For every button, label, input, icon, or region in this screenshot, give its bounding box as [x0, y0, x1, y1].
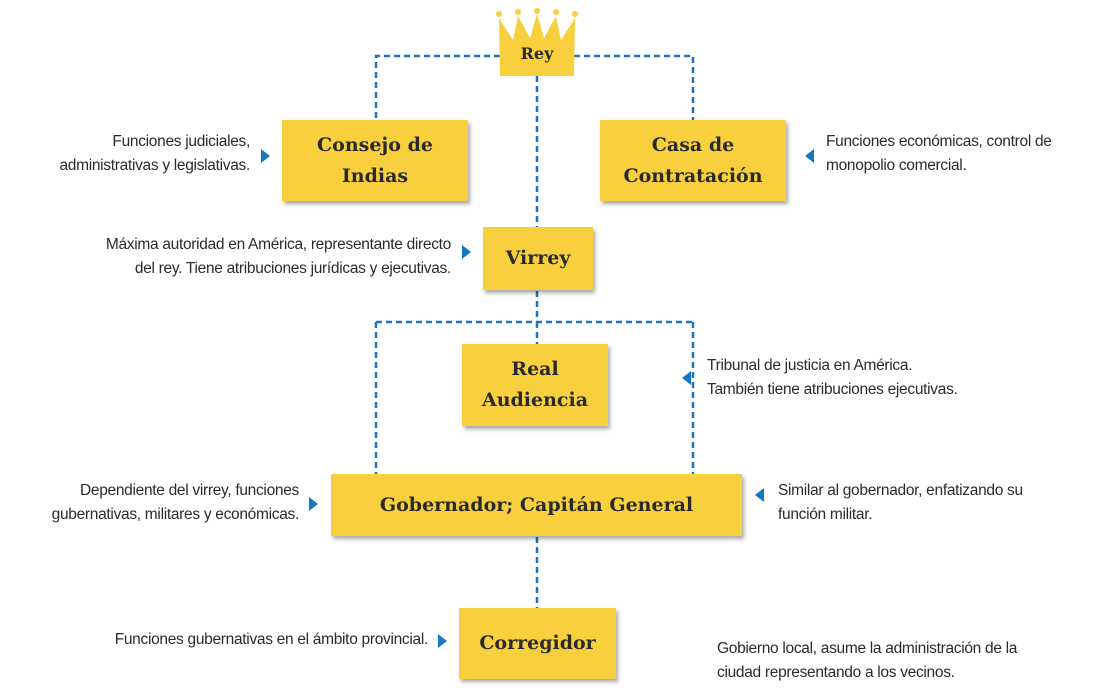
desc-virrey-line-1: Máxima autoridad en América, representan… — [105, 236, 451, 253]
node-corregidor: Corregidor — [459, 608, 616, 679]
desc-capitan-line-1: Similar al gobernador, enfatizando su — [778, 482, 1023, 499]
arrow-virrey-icon — [462, 245, 471, 259]
node-rey: Rey — [520, 44, 554, 63]
casa-line-1: Casa de — [651, 133, 735, 156]
audiencia-line-1: Real — [511, 358, 559, 380]
desc-capitan: Similar al gobernador, enfatizando su fu… — [778, 479, 1023, 527]
arrow-consejo-icon — [261, 149, 270, 163]
arrow-casa-icon — [805, 149, 814, 163]
desc-gobernador-line-2: gubernativas, militares y económicas. — [51, 506, 300, 523]
audiencia-line-2: Audiencia — [481, 389, 589, 411]
desc-casa-line-2: monopolio comercial. — [826, 157, 967, 174]
consejo-line-2: Indias — [341, 164, 409, 187]
desc-audiencia: Tribunal de justicia en América. También… — [707, 354, 958, 402]
desc-audiencia-line-2: También tiene atribuciones ejecutivas. — [707, 381, 958, 398]
virrey-label: Virrey — [505, 247, 571, 269]
gobernador-label: Gobernador; Capitán General — [379, 493, 694, 516]
node-gobernador-capitan-general: Gobernador; Capitán General — [331, 474, 742, 536]
desc-consejo: Funciones judiciales, administrativas y … — [59, 130, 250, 178]
desc-cabildo-line-1: Gobierno local, asume la administración … — [717, 640, 1018, 657]
desc-gobernador: Dependiente del virrey, funciones gubern… — [51, 479, 300, 527]
desc-cabildo-line-2: ciudad representando a los vecinos. — [717, 664, 955, 681]
desc-consejo-line-1: Funciones judiciales, — [112, 133, 250, 150]
connector-rey-consejo — [374, 54, 500, 120]
desc-virrey: Máxima autoridad en América, representan… — [106, 233, 451, 281]
arrow-audiencia-icon — [682, 371, 691, 385]
arrow-capitan-icon — [755, 488, 764, 502]
connector-rey-casa — [574, 54, 695, 120]
node-virrey: Virrey — [483, 227, 593, 290]
node-casa-de-contratacion: Casa de Contratación — [600, 120, 786, 201]
arrow-gobernador-icon — [309, 497, 318, 511]
consejo-line-1: Consejo de — [317, 133, 433, 156]
arrow-corregidor-icon — [438, 634, 447, 648]
desc-consejo-line-2: administrativas y legislativas. — [59, 157, 250, 174]
desc-cabildo: Gobierno local, asume la administración … — [717, 637, 1017, 685]
desc-virrey-line-2: del rey. Tiene atribuciones jurídicas y … — [134, 260, 451, 277]
desc-casa: Funciones económicas, control de monopol… — [826, 130, 1052, 178]
desc-audiencia-line-1: Tribunal de justicia en América. — [707, 357, 913, 374]
crown-icon — [496, 8, 578, 76]
desc-corregidor: Funciones gubernativas en el ámbito prov… — [114, 631, 429, 648]
node-consejo-de-indias: Consejo de Indias — [282, 120, 468, 201]
desc-capitan-line-2: función militar. — [778, 506, 873, 523]
desc-gobernador-line-1: Dependiente del virrey, funciones — [79, 482, 299, 499]
casa-line-2: Contratación — [623, 164, 763, 187]
desc-casa-line-1: Funciones económicas, control de — [826, 133, 1052, 150]
corregidor-label: Corregidor — [479, 632, 596, 654]
